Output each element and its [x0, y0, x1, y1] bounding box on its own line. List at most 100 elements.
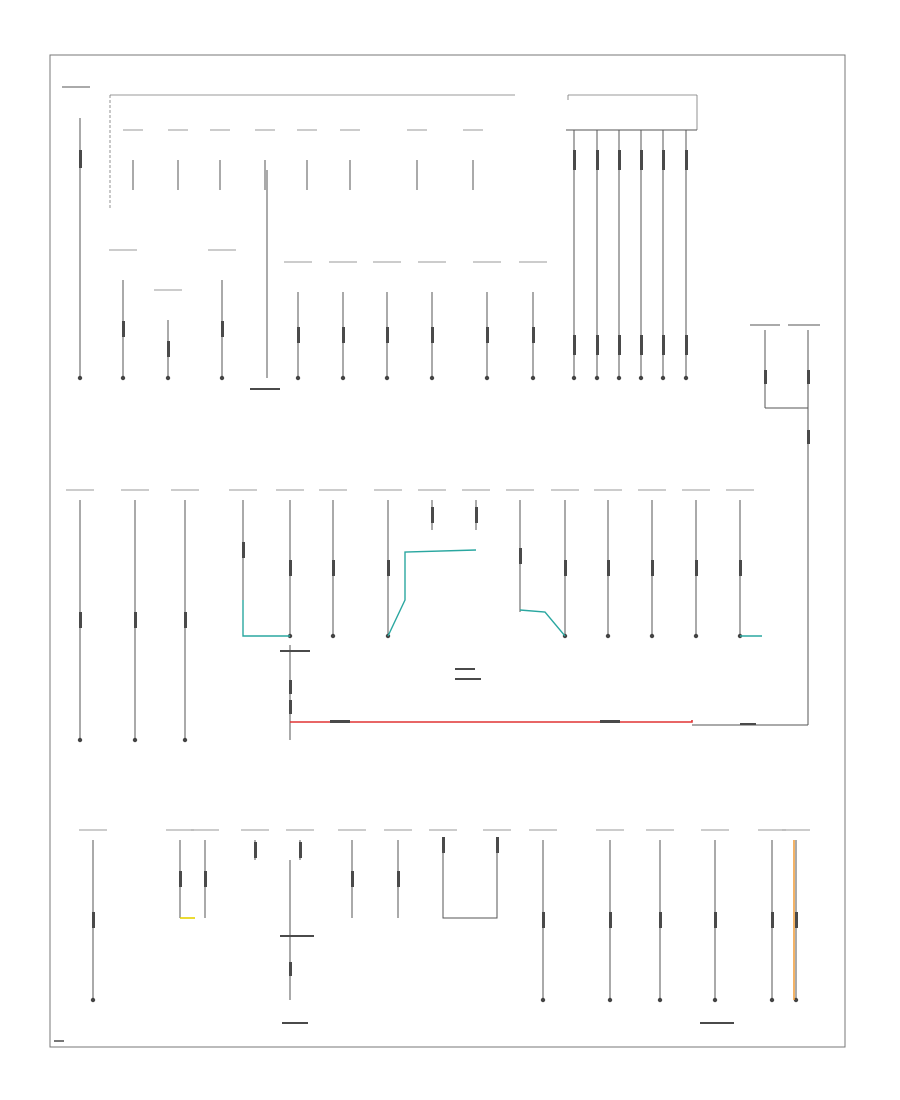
ground-point: [540, 997, 546, 1003]
connector: [475, 507, 478, 523]
connector: [387, 560, 390, 576]
ground-point: [712, 997, 718, 1003]
connector: [397, 871, 400, 887]
connector: [122, 321, 125, 337]
connector: [342, 327, 345, 343]
row4-components: [79, 829, 810, 1003]
connector: [685, 335, 688, 355]
connector: [79, 612, 82, 628]
connector: [297, 327, 300, 343]
connector: [662, 335, 665, 355]
connector: [659, 912, 662, 928]
connector: [431, 507, 434, 523]
legend-mark: [455, 668, 475, 670]
ground-label-mark: [700, 1022, 734, 1024]
wire-label-mark: [740, 723, 756, 725]
ground-point: [657, 997, 663, 1003]
connector: [134, 612, 137, 628]
connector: [204, 871, 207, 887]
connector: [807, 370, 810, 384]
connector: [764, 370, 767, 384]
ground-point: [638, 375, 644, 381]
connector: [640, 335, 643, 355]
ground-point: [605, 633, 611, 639]
connector: [542, 912, 545, 928]
ground-point: [607, 997, 613, 1003]
ground-point: [295, 375, 301, 381]
ground-label-mark: [250, 388, 280, 390]
connector: [795, 912, 798, 928]
connector: [486, 327, 489, 343]
connector: [651, 560, 654, 576]
connector: [442, 837, 445, 853]
ground-point: [330, 633, 336, 639]
ground-point: [77, 375, 83, 381]
ground-point: [384, 375, 390, 381]
right-component-pair: [750, 324, 820, 725]
ground-point: [693, 633, 699, 639]
legend-mark: [455, 678, 481, 680]
row2-components: [109, 249, 547, 381]
ground-point: [594, 375, 600, 381]
power-wire: [290, 720, 693, 723]
page-mark: [54, 1040, 64, 1042]
loop-wire: [442, 850, 498, 919]
connector: [714, 912, 717, 928]
ground-point: [77, 737, 83, 743]
connector: [351, 871, 354, 887]
connector: [607, 560, 610, 576]
connector: [289, 962, 292, 976]
connector: [771, 912, 774, 928]
ground-point: [530, 375, 536, 381]
wire-label-mark: [330, 720, 350, 723]
ground-point: [769, 997, 775, 1003]
connector: [79, 150, 82, 168]
ground-point: [340, 375, 346, 381]
ground-point: [120, 375, 126, 381]
connector: [695, 560, 698, 576]
connector: [496, 837, 499, 853]
connector: [807, 430, 810, 444]
splice-label-mark: [280, 650, 310, 652]
ground-point: [484, 375, 490, 381]
diagram-frame: [49, 54, 846, 1048]
connector: [289, 700, 292, 714]
ground-point: [219, 375, 225, 381]
ground-label-mark: [282, 1022, 308, 1024]
connector: [386, 327, 389, 343]
top-section: [62, 86, 820, 725]
ground-point: [571, 375, 577, 381]
splice-label-mark: [280, 935, 314, 937]
ground-point: [182, 737, 188, 743]
harness-wires: [571, 130, 689, 381]
ground-point: [793, 997, 799, 1003]
connector: [573, 150, 576, 170]
row1-components: [123, 129, 483, 190]
connector: [662, 150, 665, 170]
middle-section: [66, 489, 808, 743]
connector: [519, 548, 522, 564]
connector: [640, 150, 643, 170]
connector: [609, 912, 612, 928]
connector: [167, 341, 170, 357]
connector: [179, 871, 182, 887]
connector: [289, 680, 292, 694]
connector: [739, 560, 742, 576]
connector: [685, 150, 688, 170]
connector: [573, 335, 576, 355]
bottom-section: [79, 829, 810, 1024]
ground-point: [429, 375, 435, 381]
connector: [254, 842, 257, 858]
connector: [289, 560, 292, 576]
ground-point: [660, 375, 666, 381]
row3-components: [66, 489, 754, 743]
connector: [221, 321, 224, 337]
connector: [242, 542, 245, 558]
connector: [92, 912, 95, 928]
connector: [184, 612, 187, 628]
connector: [431, 327, 434, 343]
connector: [332, 560, 335, 576]
ground-point: [132, 737, 138, 743]
shield-line: [519, 609, 566, 637]
